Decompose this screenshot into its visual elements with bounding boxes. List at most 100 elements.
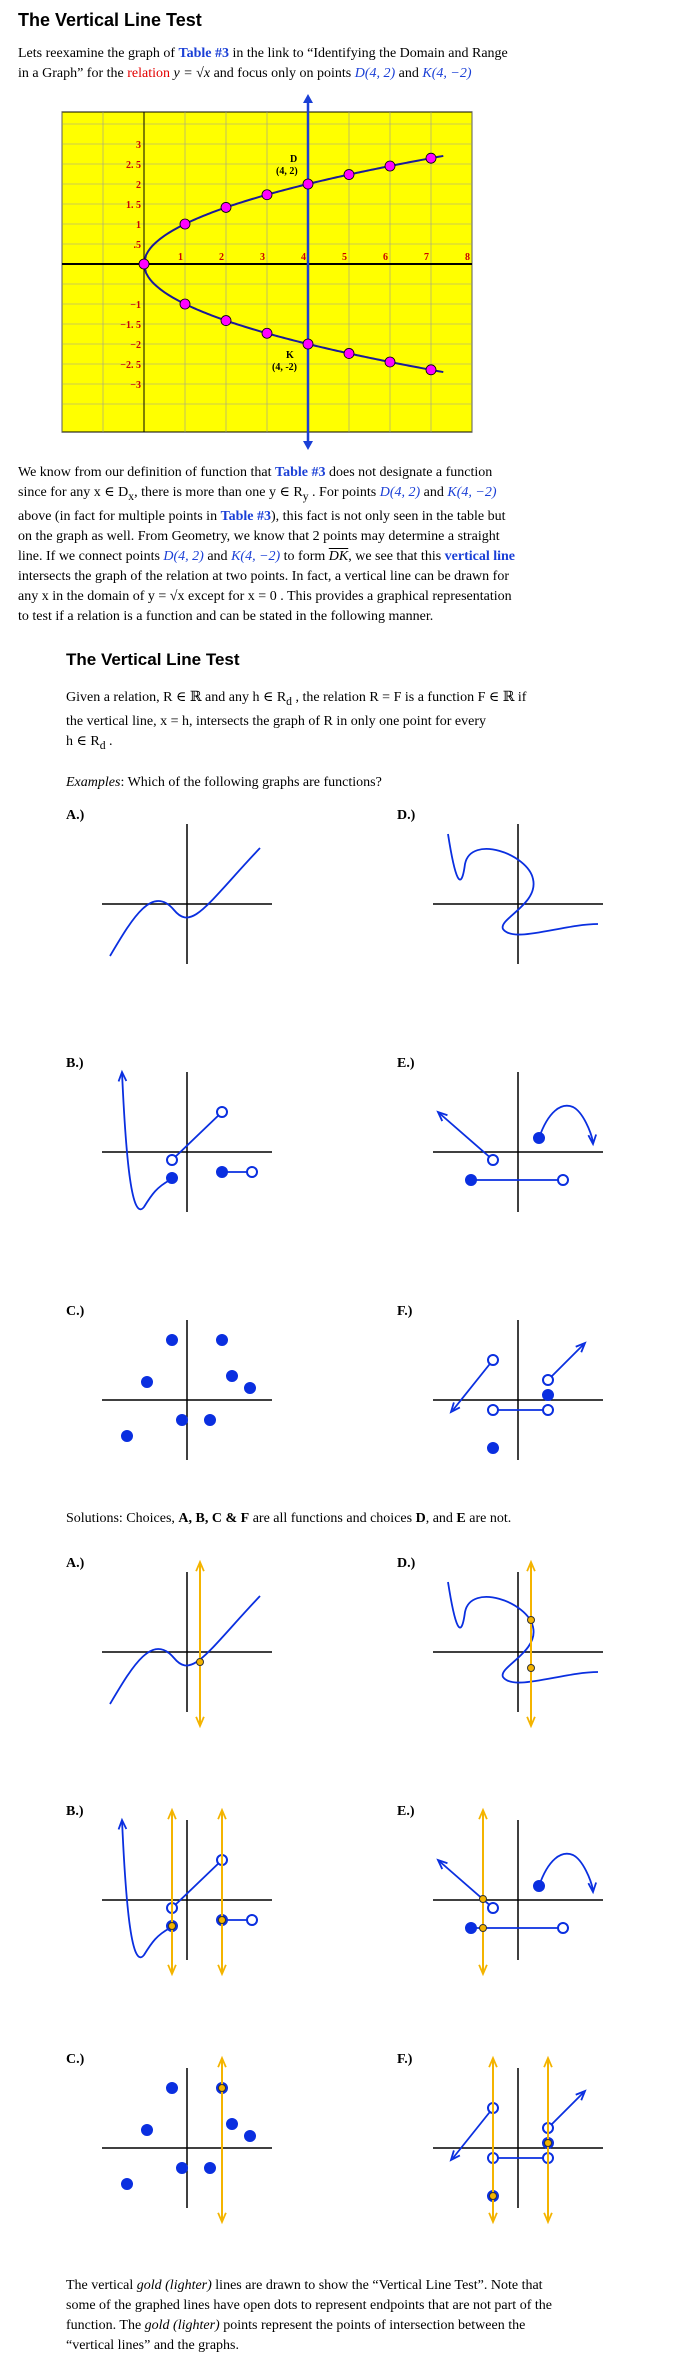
arrow-down [303,441,313,450]
relation-link[interactable]: relation [127,66,170,81]
y-tick-label: 1. 5 [126,200,141,211]
graph-label-a: A.) [66,1556,85,1571]
graph-label-b: B.) [66,1804,84,1819]
x-tick-label: 1 [178,252,183,263]
example-graph-b [102,1069,272,1212]
table3-link[interactable]: Table #3 [220,508,272,524]
arrow-up [303,94,313,103]
example-graph-f [433,1320,603,1460]
open-dot [542,1404,554,1416]
examples-line: Examples: Which of the following graphs … [66,773,382,793]
y-tick-label: 2. 5 [126,160,141,171]
y-tick-label: 2 [136,180,141,191]
y-tick-label: −1. 5 [120,320,141,331]
intersection-dot [196,1658,204,1666]
definition-text: the vertical line, x = h, intersects the… [66,713,486,729]
x-tick-label: 8 [465,252,470,263]
solution-graph-d [433,1559,603,1729]
graph-point [179,298,191,310]
examples-label: Examples [66,775,121,790]
body-text: . For points [308,485,380,500]
footer-paragraph: The vertical gold (lighter) lines are dr… [66,2276,656,2356]
x-tick-label: 5 [342,252,347,263]
label-k-coord: (4, -2) [272,362,297,373]
section-heading: The Vertical Line Test [66,650,240,669]
y-tick-label: −3 [130,380,141,391]
x-tick-label: 6 [383,252,388,263]
graph-segment [452,2107,494,2159]
open-dot [487,1902,499,1914]
body-text: , we see that this [348,548,445,564]
x-tick-label: 4 [301,252,306,263]
definition-text: . [105,733,113,749]
scatter-point [141,2124,153,2136]
scatter-point [244,1382,256,1394]
y-tick-label: 3 [136,140,141,151]
table3-link[interactable]: Table #3 [275,465,326,480]
choice-e: E [456,1511,466,1526]
body-text: and [420,485,448,500]
body-text: above (in fact for multiple points in [18,508,221,524]
solution-graph-e [433,1807,603,1977]
point-d-text: D(4, 2) [163,548,204,564]
graph-label-f: F.) [397,2052,413,2067]
arrow-head [117,1817,128,1830]
scatter-point [226,2118,238,2130]
closed-dot [166,1172,178,1184]
open-dot [246,1166,258,1178]
closed-dot [216,1166,228,1178]
curve [447,1581,599,1684]
body-paragraph: We know from our definition of function … [18,463,663,627]
segment-dk: DK [328,548,349,564]
curve [447,833,599,936]
graph-point [425,364,437,376]
solutions-text: Solutions: Choices, [66,1511,179,1526]
graph-point [384,160,396,172]
arrow-head [217,1807,227,1820]
footer-text: lines are drawn to show the “Vertical Li… [211,2278,543,2293]
arrow-head [575,1341,587,1353]
open-dot [487,1154,499,1166]
label-k: K [286,350,294,361]
open-dot [487,1404,499,1416]
arrow-head [478,1807,488,1820]
arrow-head [195,1716,205,1729]
arrow-head [543,2212,553,2225]
intro-paragraph: Lets reexamine the graph of Table #3 in … [18,44,658,84]
y-tick-label: .5 [134,240,142,251]
example-graph-c [102,1320,272,1460]
table3-link[interactable]: Table #3 [178,46,229,61]
open-dot [557,1174,569,1186]
graph-point [425,152,437,164]
arrow-head [587,1134,597,1147]
scatter-point [216,1334,228,1346]
graph-segment [547,2092,584,2129]
solutions-text: are all functions and choices [249,1511,416,1526]
vertical-line-link[interactable]: vertical line [444,548,516,564]
closed-dot [465,1174,477,1186]
body-text: ), this fact is not only seen in the tab… [271,508,506,524]
subscript: y [302,489,309,503]
closed-dot [487,1442,499,1454]
intersection-dot [479,1895,487,1903]
gold-label: gold (lighter) [144,2318,220,2333]
choice-d: D [415,1511,426,1526]
point-k-text: K(4, −2) [231,548,281,564]
body-text: , there is more than one y ∈ R [134,485,303,500]
arrow-head [575,2089,587,2101]
arrow-head [117,1069,128,1082]
body-text: line. If we connect points [18,548,164,564]
curve [538,1852,594,1891]
scatter-point [141,1376,153,1388]
arrow-head [217,2055,227,2068]
graph-label-d: D.) [397,1556,416,1571]
open-dot [166,1154,178,1166]
arrow-head [195,1559,205,1572]
x-tick-label: 2 [219,252,224,263]
arrow-head [488,2212,498,2225]
body-text: on the graph as well. From Geometry, we … [18,528,500,544]
closed-dot [533,1880,545,1892]
example-graph-d [433,824,603,964]
graph-point [261,327,273,339]
